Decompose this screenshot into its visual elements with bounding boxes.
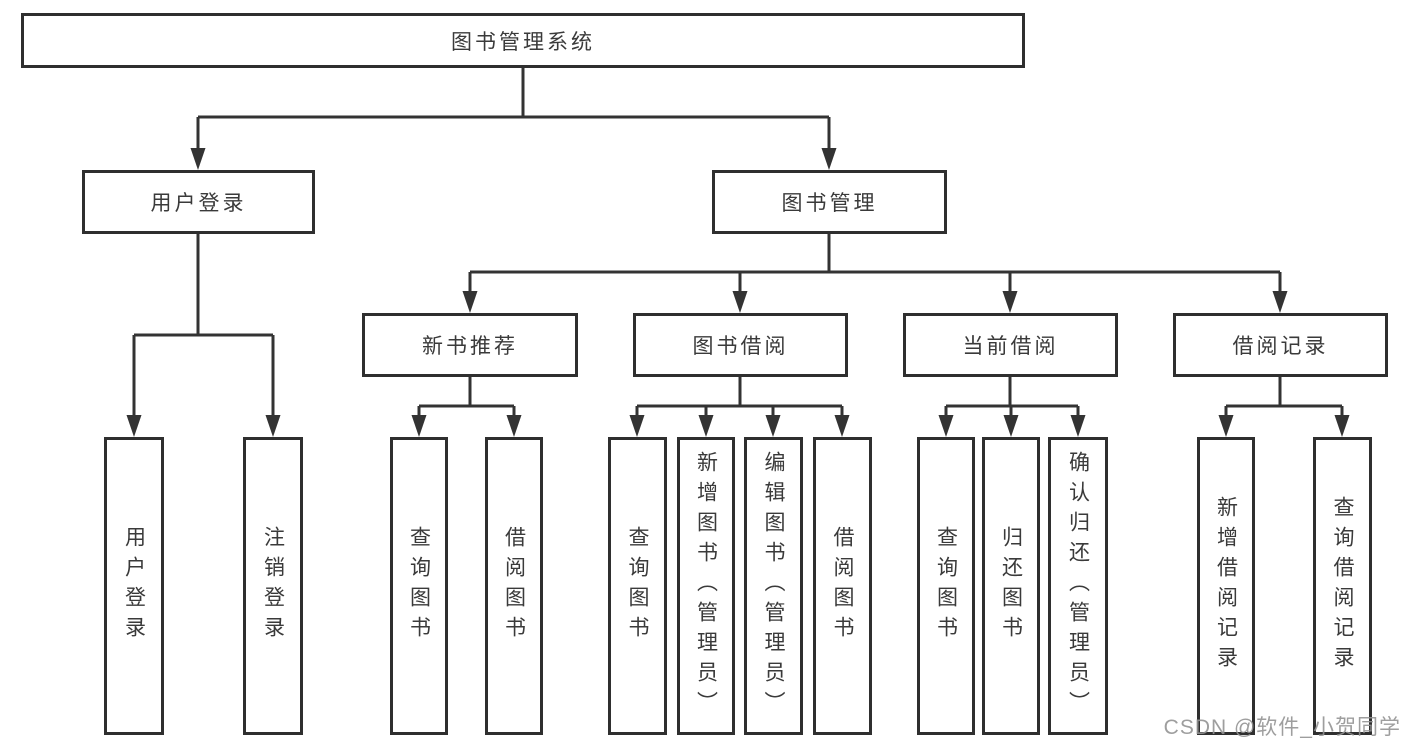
leaf-current-return-book-label: 归还图书: [999, 526, 1023, 646]
node-current-borrow: 当前借阅: [903, 313, 1118, 377]
connector-current-borrow-to-leaves: [944, 377, 1080, 421]
connector-root-to-level2: [196, 68, 831, 152]
node-borrow-record: 借阅记录: [1173, 313, 1388, 377]
arrowhead-icon: [506, 415, 522, 437]
connector-book-borrow-to-leaves: [635, 377, 844, 421]
connector-new-book-to-leaves: [417, 377, 516, 421]
arrowhead-icon: [732, 291, 748, 313]
node-book-management-label: 图书管理: [781, 192, 878, 215]
leaf-record-add-borrow-record: 新增借阅记录: [1197, 437, 1255, 735]
leaf-borrow-add-book-admin: 新增图书（管理员）: [677, 437, 735, 735]
leaf-borrow-borrow-book: 借阅图书: [813, 437, 872, 735]
arrowhead-icon: [1070, 415, 1086, 437]
leaf-current-return-book: 归还图书: [982, 437, 1040, 735]
leaf-logout: 注销登录: [243, 437, 303, 735]
arrowhead-icon: [1003, 415, 1019, 437]
arrowhead-icon: [190, 148, 206, 170]
connector-book-management-to-level3: [468, 234, 1282, 295]
leaf-newbook-query-book: 查询图书: [390, 437, 448, 735]
node-user-login-label: 用户登录: [150, 192, 247, 215]
node-book-borrow-label: 图书借阅: [692, 335, 789, 358]
arrowhead-icon: [1272, 291, 1288, 313]
node-user-login: 用户登录: [82, 170, 315, 234]
leaf-newbook-query-book-label: 查询图书: [407, 526, 431, 646]
node-borrow-record-label: 借阅记录: [1232, 335, 1329, 358]
arrowhead-icon: [821, 148, 837, 170]
arrowhead-icon: [1334, 415, 1350, 437]
leaf-record-query-borrow-record: 查询借阅记录: [1313, 437, 1372, 735]
leaf-newbook-borrow-book-label: 借阅图书: [502, 526, 526, 646]
leaf-user-login-label: 用户登录: [122, 526, 146, 646]
leaf-borrow-add-book-admin-label: 新增图书（管理员）: [694, 451, 718, 721]
node-book-management: 图书管理: [712, 170, 947, 234]
leaf-borrow-edit-book-admin: 编辑图书（管理员）: [744, 437, 803, 735]
arrowhead-icon: [834, 415, 850, 437]
arrowhead-icon: [462, 291, 478, 313]
leaf-newbook-borrow-book: 借阅图书: [485, 437, 543, 735]
arrowhead-icon: [265, 415, 281, 437]
node-root-label: 图书管理系统: [451, 30, 595, 54]
arrowhead-icon: [126, 415, 142, 437]
leaf-current-confirm-return-admin: 确认归还（管理员）: [1048, 437, 1108, 735]
watermark: CSDN @软件_小贺同学: [1163, 716, 1401, 739]
connector-borrow-record-to-leaves: [1224, 377, 1344, 421]
node-current-borrow-label: 当前借阅: [962, 335, 1059, 358]
arrowhead-icon: [1218, 415, 1234, 437]
connector-user-login-to-leaves: [132, 234, 275, 420]
node-new-book-recommend: 新书推荐: [362, 313, 578, 377]
leaf-borrow-edit-book-admin-label: 编辑图书（管理员）: [762, 451, 785, 721]
leaf-logout-label: 注销登录: [261, 526, 285, 646]
leaf-borrow-query-book-label: 查询图书: [626, 526, 649, 646]
leaf-current-confirm-return-admin-label: 确认归还（管理员）: [1066, 451, 1090, 721]
leaf-current-query-book-label: 查询图书: [934, 526, 958, 646]
arrowhead-icon: [1002, 291, 1018, 313]
arrowhead-icon: [411, 415, 427, 437]
node-new-book-recommend-label: 新书推荐: [422, 335, 518, 358]
arrowhead-icon: [629, 415, 645, 437]
arrowhead-icon: [765, 415, 781, 437]
leaf-record-query-borrow-record-label: 查询借阅记录: [1331, 496, 1354, 676]
leaf-borrow-query-book: 查询图书: [608, 437, 667, 735]
node-book-borrow: 图书借阅: [633, 313, 848, 377]
arrowhead-icon: [698, 415, 714, 437]
leaf-record-add-borrow-record-label: 新增借阅记录: [1214, 496, 1238, 676]
node-root-system: 图书管理系统: [21, 13, 1025, 68]
leaf-borrow-borrow-book-label: 借阅图书: [831, 526, 854, 646]
leaf-user-login: 用户登录: [104, 437, 164, 735]
arrowhead-icon: [938, 415, 954, 437]
leaf-current-query-book: 查询图书: [917, 437, 975, 735]
